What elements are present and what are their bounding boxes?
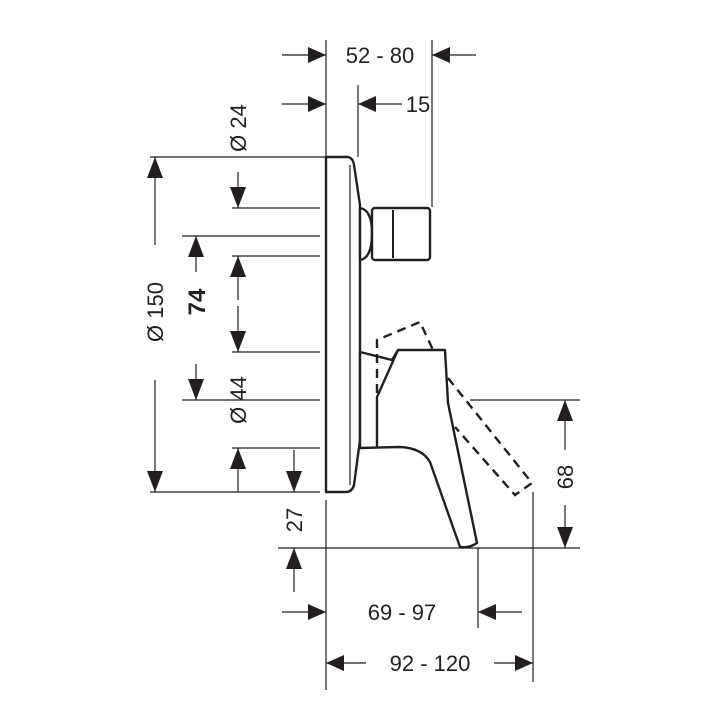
dim-connector-diameter: Ø 24	[226, 104, 251, 300]
svg-text:92 - 120: 92 - 120	[390, 651, 471, 676]
svg-text:68: 68	[553, 465, 578, 489]
dim-lever-height: 68	[553, 400, 578, 548]
dim-overall-projection: 92 - 120	[326, 651, 533, 676]
lever-alternate-position	[375, 320, 534, 497]
dim-connector-depth: 15	[282, 92, 430, 117]
wall-plate	[324, 155, 362, 494]
dim-center-distance: 74	[184, 236, 211, 400]
svg-text:69 - 97: 69 - 97	[368, 600, 437, 625]
dim-lever-projection: 69 - 97	[282, 600, 522, 625]
dim-handle-diameter: Ø 44	[226, 306, 251, 492]
svg-text:Ø 24: Ø 24	[226, 104, 251, 152]
dim-depth-total: 52 - 80	[282, 43, 476, 68]
svg-text:Ø 150: Ø 150	[143, 282, 168, 342]
svg-text:27: 27	[282, 508, 307, 532]
svg-text:Ø 44: Ø 44	[226, 376, 251, 424]
svg-text:15: 15	[406, 92, 430, 117]
svg-text:74: 74	[184, 288, 211, 315]
extension-lines	[150, 40, 580, 690]
svg-text:52 - 80: 52 - 80	[346, 43, 415, 68]
dim-plate-diameter: Ø 150	[143, 157, 168, 492]
dim-handle-bottom-offset: 27	[282, 450, 307, 592]
lever-handle	[358, 348, 479, 549]
diverter-knob	[358, 206, 432, 262]
